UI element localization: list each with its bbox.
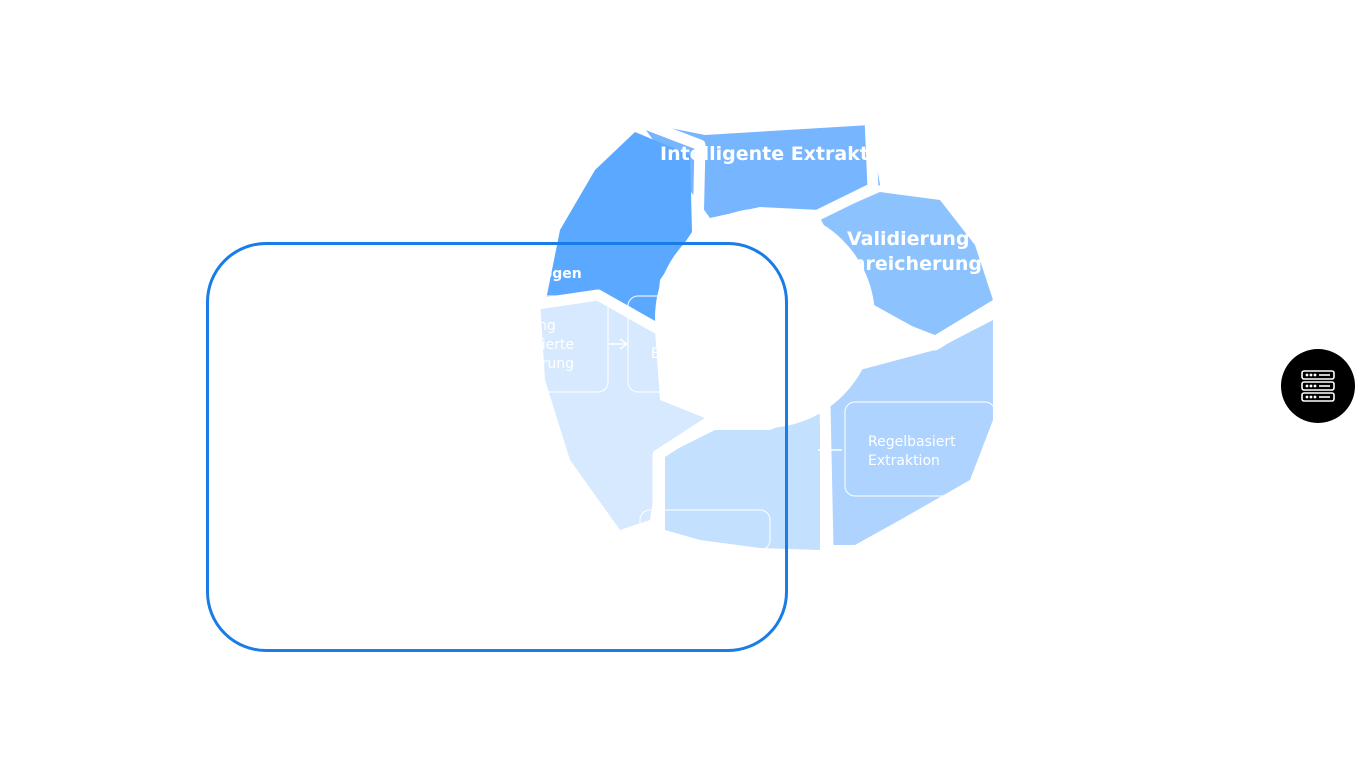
segment-label-right-line2: nreicherung [852,253,982,275]
server-stack-button[interactable] [1281,349,1355,423]
segment-label-left-heading: ezogen [525,266,582,282]
segment-bottom [665,410,820,550]
box-label-right-line1: Regelbasiert [868,434,956,450]
connector-arrow [609,338,629,350]
box-label-center: E [651,346,660,362]
box-label-right-line2: Extraktion [868,453,940,469]
box-label-left-line2: basierte [517,337,574,353]
box-label-left-line1: ng [538,318,556,334]
box-label-left-line3: fizierung [513,356,574,372]
segment-separators [529,116,993,549]
segment-lower-right [825,320,993,545]
diagram-title-fragment: ocre [618,52,819,147]
segment-label-right-line1: Validierung u [847,228,990,250]
segment-left [540,300,710,530]
donut-center [655,208,875,428]
segment-right [820,192,993,335]
segment-label-top: Intelligente Extraktion [660,143,902,165]
segment-top-left [545,132,692,330]
server-stack-icon [1301,370,1335,402]
